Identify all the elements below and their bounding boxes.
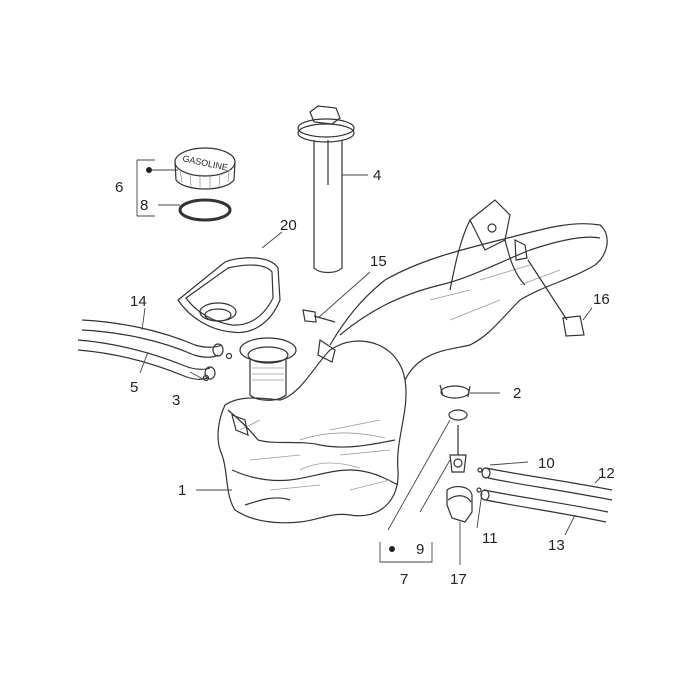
callout-7: 7	[400, 571, 408, 588]
callout-6: 6	[115, 179, 123, 196]
callout-20: 20	[280, 217, 297, 234]
fuel-level-sender	[297, 105, 368, 274]
callout-16: 16	[593, 291, 610, 308]
callout-1: 1	[178, 482, 186, 499]
callout-2: 2	[513, 385, 521, 402]
group-bracket-7	[379, 542, 433, 563]
callout-9: 9	[416, 541, 424, 558]
cap-lettering: GASOLINE	[182, 153, 229, 172]
callout-8: 8	[140, 197, 148, 214]
clamp-2	[439, 384, 500, 421]
callout-15: 15	[370, 253, 387, 270]
callout-14: 14	[130, 293, 147, 310]
callout-5: 5	[130, 379, 138, 396]
callout-4: 4	[373, 167, 381, 184]
callout-17: 17	[450, 571, 467, 588]
fuel-cap: GASOLINE	[136, 147, 236, 222]
right-hoses	[476, 461, 613, 536]
bullet-dot	[146, 167, 152, 173]
fuel-tank	[217, 199, 608, 524]
callout-3: 3	[172, 392, 180, 409]
left-hoses	[77, 307, 233, 382]
callout-10: 10	[538, 455, 555, 472]
tank-tray	[177, 231, 283, 334]
fuel-tap-9	[387, 419, 467, 531]
screw-15	[302, 271, 371, 323]
bracket-17	[446, 485, 473, 565]
callout-13: 13	[548, 537, 565, 554]
callout-12: 12	[598, 465, 615, 482]
bolt-16	[527, 259, 593, 337]
callout-11: 11	[482, 530, 498, 547]
bullet-dot-7	[389, 546, 395, 552]
